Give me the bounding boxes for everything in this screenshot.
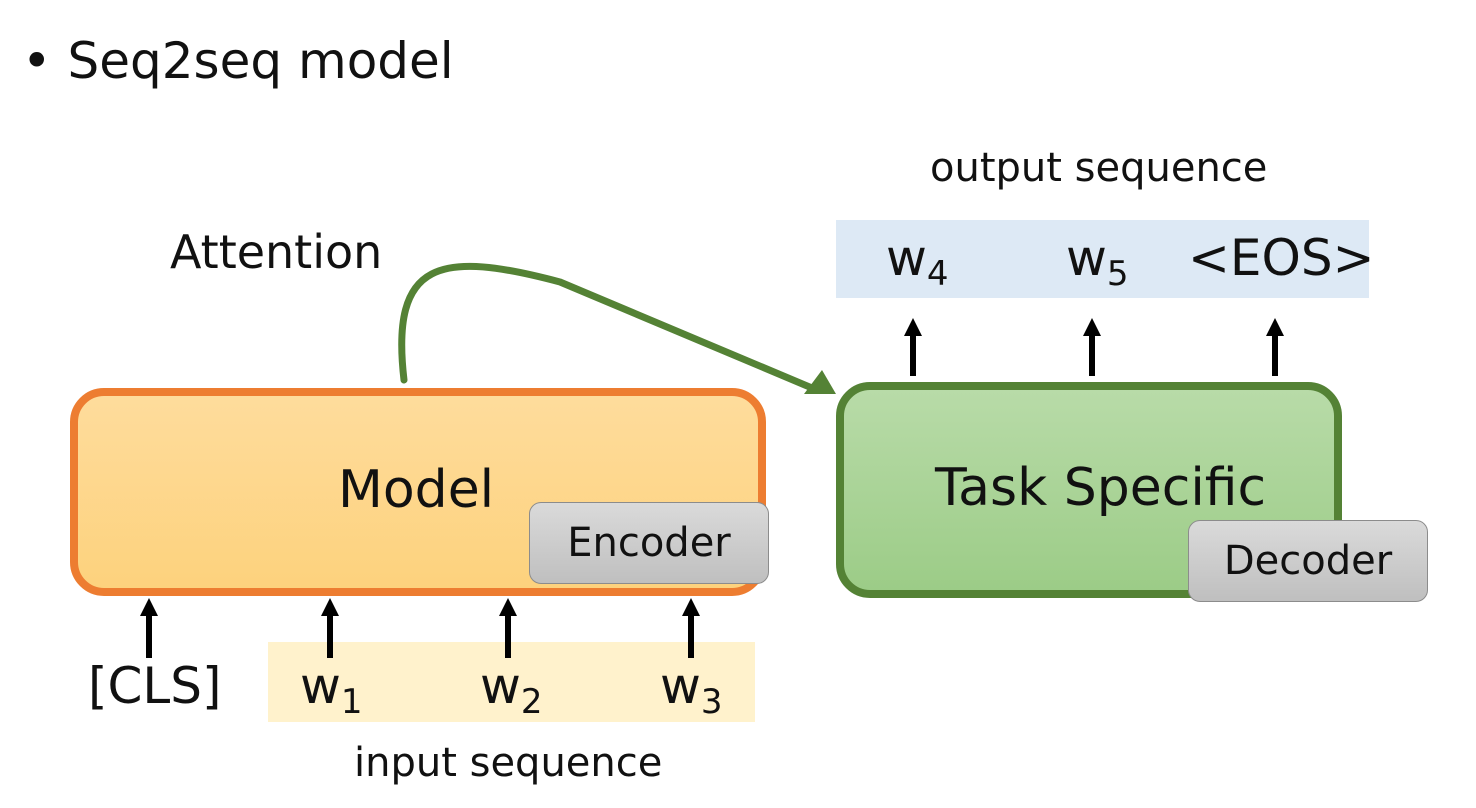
input-sequence-band [268,642,755,722]
token-subscript: 2 [520,682,543,722]
up-arrow-icon [499,598,517,658]
up-arrow-icon [682,598,700,658]
input-token: w1 [300,656,363,732]
up-arrow-icon [140,598,158,658]
input-arrows [140,598,700,658]
title-text: Seq2seq model [67,32,454,90]
token-text: w [300,657,341,715]
attention-arrow [398,263,816,392]
encoder-box: Encoder [529,502,769,584]
up-arrow-icon [1083,318,1101,376]
slide-title: • Seq2seq model [22,24,454,98]
encoder-label: Encoder [567,520,731,566]
attention-label: Attention [170,225,383,279]
token-text: w [480,657,521,715]
output-token: w5 [1066,228,1129,304]
output-token: <EOS> [1188,228,1374,288]
decoder-label: Decoder [1223,538,1393,584]
token-text: [CLS] [88,657,222,715]
up-arrow-icon [904,318,922,376]
decoder-box: Decoder [1188,520,1428,602]
up-arrow-icon [1266,318,1284,376]
token-text: <EOS> [1188,229,1375,287]
token-subscript: 3 [700,682,723,722]
token-text: w [1066,229,1107,287]
task-specific-label: Task Specific [935,458,1267,518]
token-subscript: 4 [926,254,949,294]
output-token: w4 [886,228,949,304]
up-arrow-icon [321,598,339,658]
token-subscript: 5 [1106,254,1129,294]
input-sequence-label: input sequence [354,740,663,786]
token-text: w [660,657,701,715]
input-token: [CLS] [88,656,222,716]
bullet-icon: • [22,32,52,90]
output-sequence-label: output sequence [930,145,1268,191]
input-token: w2 [480,656,543,732]
attention-arrow-head [804,370,836,394]
output-arrows [904,318,1284,376]
token-text: w [886,229,927,287]
input-token: w3 [660,656,723,732]
model-label: Model [338,460,495,520]
output-sequence-band [836,220,1369,298]
token-subscript: 1 [340,682,363,722]
